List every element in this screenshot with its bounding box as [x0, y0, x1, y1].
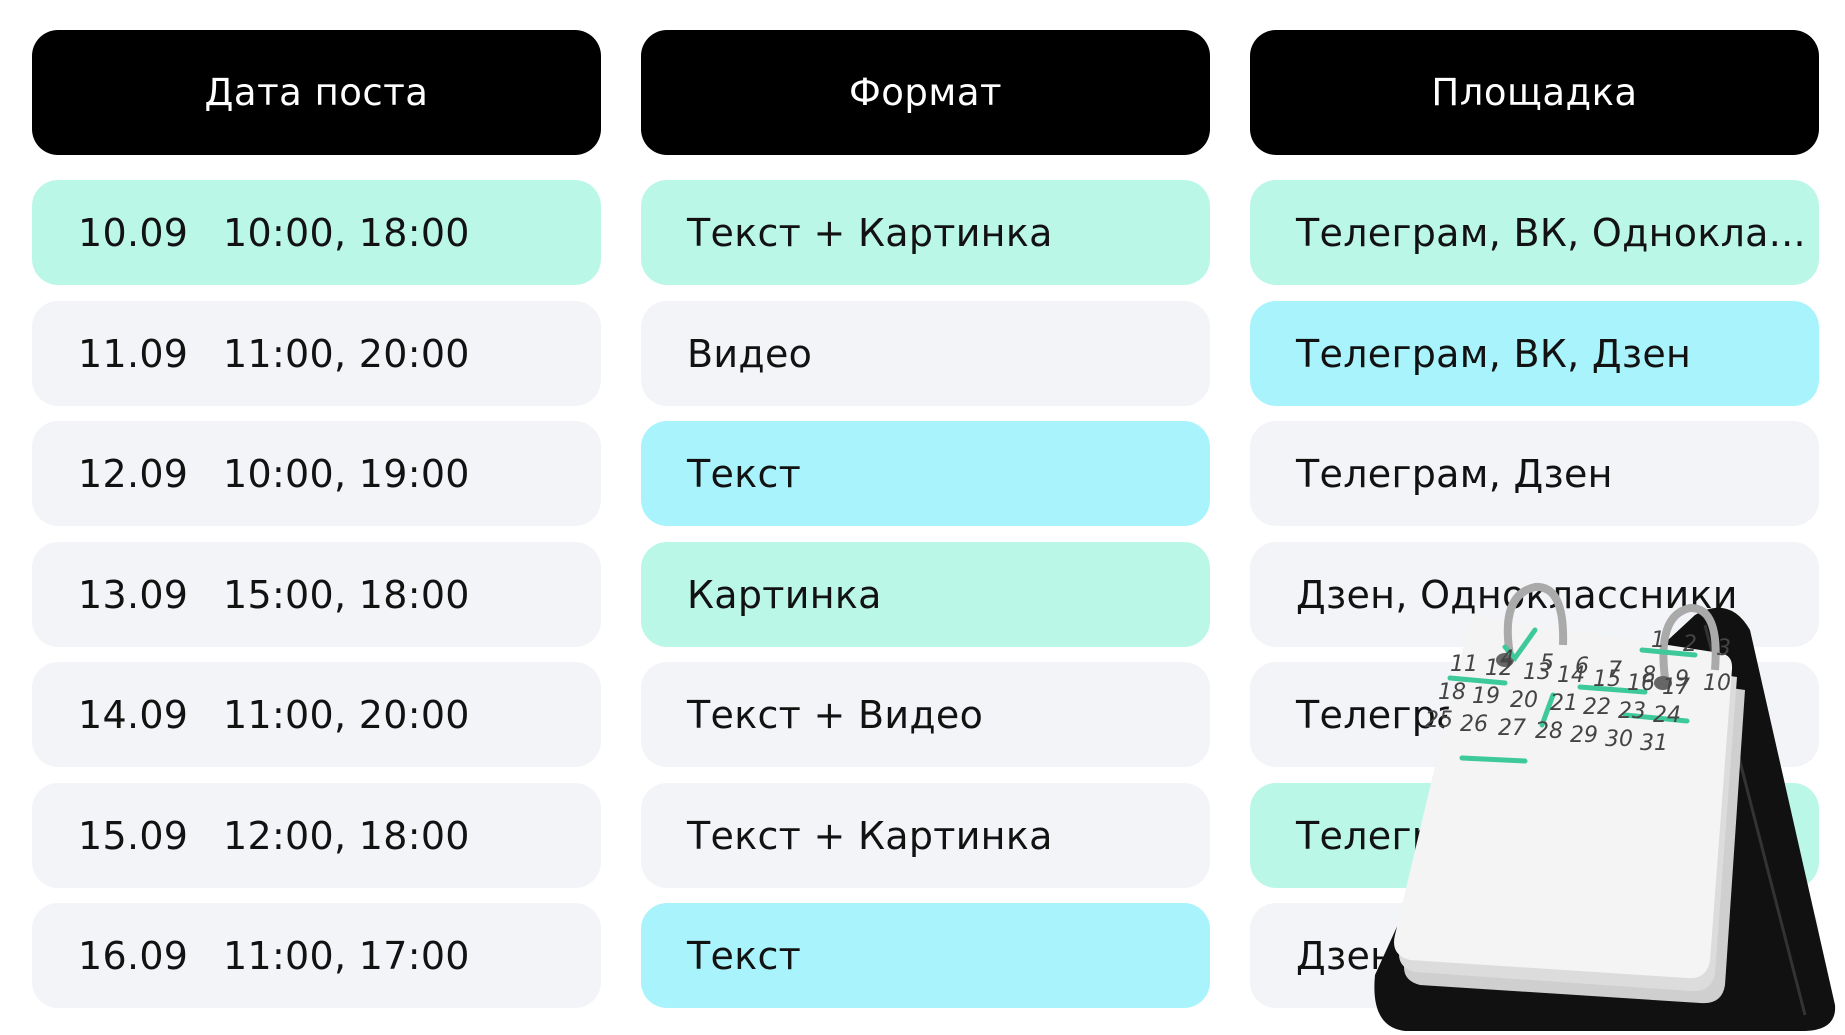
calendar-day: 3: [1717, 636, 1731, 661]
calendar-day: 26: [1460, 712, 1488, 737]
calendar-day: 4: [1500, 647, 1514, 672]
format-cell: Текст + Видео: [641, 662, 1210, 767]
post-time: 10:00, 18:00: [223, 210, 470, 255]
calendar-day: 28: [1535, 719, 1563, 744]
calendar-day: 24: [1653, 703, 1681, 728]
post-date: 10.09: [78, 210, 189, 255]
calendar-day: 25: [1425, 708, 1453, 733]
calendar-day: 14: [1557, 663, 1585, 688]
calendar-page: [1394, 616, 1733, 979]
calendar-day: 2: [1683, 632, 1697, 657]
date-column-header: Дата поста: [32, 30, 601, 155]
calendar-ring: [1503, 582, 1568, 656]
calendar-day: 15: [1593, 667, 1621, 692]
calendar-day: 20: [1510, 688, 1538, 713]
calendar-day: 22: [1583, 695, 1611, 720]
post-time: 12:00, 18:00: [223, 813, 470, 858]
calendar-day: 18: [1438, 680, 1466, 705]
post-date: 16.09: [78, 933, 189, 978]
post-time: 11:00, 17:00: [223, 933, 470, 978]
format-column-header: Формат: [641, 30, 1210, 155]
date-column: Дата поста 10.09 10:00, 18:00 11.09 11:00,…: [32, 30, 601, 1008]
calendar-day: 5: [1540, 651, 1554, 676]
date-cell: 11.09 11:00, 20:00: [32, 301, 601, 406]
format-cell: Текст + Картинка: [641, 180, 1210, 285]
format-cell: Видео: [641, 301, 1210, 406]
post-time: 10:00, 19:00: [223, 451, 470, 496]
calendar-day: 23: [1618, 699, 1646, 724]
calendar-day: 19: [1472, 684, 1500, 709]
calendar-day: 27: [1498, 716, 1526, 741]
calendar-day: 17: [1662, 675, 1690, 700]
calendar-day: 10: [1703, 671, 1731, 696]
calendar-day: 1: [1651, 628, 1665, 653]
post-date: 14.09: [78, 692, 189, 737]
post-time: 11:00, 20:00: [223, 331, 470, 376]
calendar-day: 12: [1485, 656, 1513, 681]
calendar-day: 8: [1642, 663, 1656, 688]
post-date: 13.09: [78, 572, 189, 617]
calendar-day: 29: [1570, 723, 1598, 748]
date-cell: 13.09 15:00, 18:00: [32, 542, 601, 647]
calendar-day: 6: [1575, 654, 1589, 679]
post-date: 15.09: [78, 813, 189, 858]
platform-cell: Телеграм, Дзен: [1250, 421, 1819, 526]
calendar-ring: [1659, 604, 1720, 679]
calendar-days: 1 2 3 4 5 6 7 8 9 10 11 12 13 14 15 16 1…: [1425, 628, 1731, 756]
date-cell: 14.09 11:00, 20:00: [32, 662, 601, 767]
format-cell: Текст: [641, 903, 1210, 1008]
format-cell: Текст: [641, 421, 1210, 526]
calendar-day: 21: [1550, 691, 1578, 716]
post-date: 11.09: [78, 331, 189, 376]
desk-calendar-icon: 1 2 3 4 5 6 7 8 9 10 11 12 13 14 15 16 1…: [1374, 582, 1836, 1031]
platform-cell: Телеграм, ВК, Однокла...: [1250, 180, 1819, 285]
calendar-day: 13: [1523, 660, 1551, 685]
calendar-day: 30: [1605, 727, 1633, 752]
calendar-day: 11: [1450, 652, 1478, 677]
calendar-marks: [1447, 627, 1698, 764]
post-date: 12.09: [78, 451, 189, 496]
format-column: Формат Текст + Картинка Видео Текст Карт…: [641, 30, 1210, 1008]
date-cell: 15.09 12:00, 18:00: [32, 783, 601, 888]
calendar-day: 31: [1640, 731, 1668, 756]
calendar-day: 7: [1608, 658, 1622, 683]
post-time: 11:00, 20:00: [223, 692, 470, 737]
platform-cell: Телеграм, ВК, Дзен: [1250, 301, 1819, 406]
date-cell: 16.09 11:00, 17:00: [32, 903, 601, 1008]
format-cell: Текст + Картинка: [641, 783, 1210, 888]
platform-column-header: Площадка: [1250, 30, 1819, 155]
date-cell: 12.09 10:00, 19:00: [32, 421, 601, 526]
platform-column: Площадка Телеграм, ВК, Однокла... Телегр…: [1250, 30, 1819, 1008]
calendar-day: 9: [1675, 667, 1689, 692]
format-cell: Картинка: [641, 542, 1210, 647]
post-time: 15:00, 18:00: [223, 572, 470, 617]
date-cell: 10.09 10:00, 18:00: [32, 180, 601, 285]
calendar-day: 16: [1627, 671, 1655, 696]
